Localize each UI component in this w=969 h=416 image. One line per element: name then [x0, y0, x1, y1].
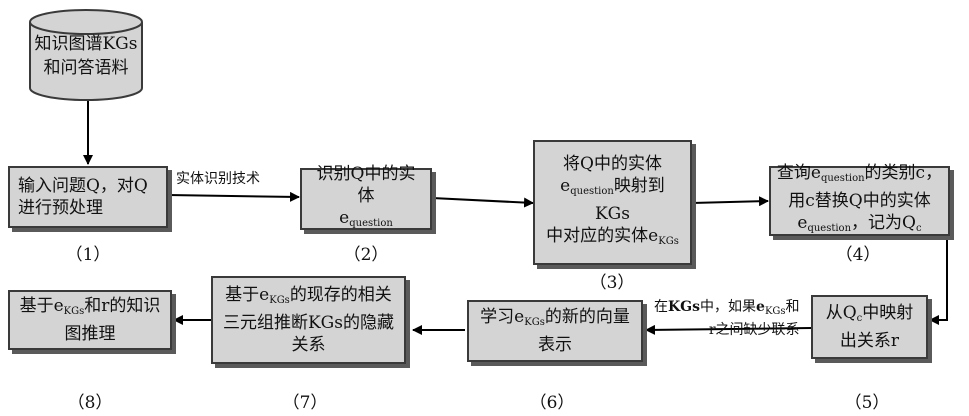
step8-number: （8）: [50, 388, 130, 413]
step5-pre: 从Q: [826, 303, 857, 323]
step8-pre: 基于e: [20, 296, 64, 316]
step6-pre: 学习e: [480, 307, 524, 327]
step6-post: 的新的向量: [545, 307, 630, 327]
step5-number: （5）: [827, 388, 907, 413]
step6-line2: 表示: [480, 334, 630, 356]
step6-number: （6）: [512, 388, 592, 413]
database-label-line2: 和问答语料: [30, 56, 142, 80]
step3-entity-sub: question: [570, 186, 614, 197]
step3-number: （3）: [572, 268, 652, 293]
arrow-step3-to-step4: [692, 201, 768, 203]
database-label-line1: 知识图谱KGs: [30, 32, 142, 56]
edge5-kgs: KGs: [668, 299, 700, 315]
edge5-pre: 在: [654, 299, 668, 315]
step3-kgs-sub: KGs: [658, 236, 679, 247]
step4-sub3: c: [916, 223, 922, 234]
step1-text: 输入问题Q，对Q进行预处理: [18, 175, 158, 219]
step4-post: 的类别c，: [865, 163, 943, 183]
step8-sub: KGs: [64, 306, 85, 317]
step3-entity: e: [560, 176, 570, 196]
step2-number: （2）: [326, 240, 406, 265]
step6-sub: KGs: [524, 317, 545, 328]
step2-entity: e: [339, 208, 349, 228]
step4-box: 查询equestion的类别c， 用c替换Q中的实体 equestion，记为Q…: [769, 166, 950, 236]
step3-line1: 将Q中的实体: [543, 153, 682, 175]
step4-sub2: question: [807, 223, 851, 234]
step5-post: 中映射: [862, 303, 913, 323]
step7-number: （7）: [265, 388, 345, 413]
edge5-line2: r之间缺少联系: [654, 321, 800, 339]
step4-pre: 查询e: [777, 163, 821, 183]
step3-mid: 映射到KGs: [595, 176, 665, 224]
step1-box: 输入问题Q，对Q进行预处理: [8, 166, 168, 228]
step4-post2: ，记为Q: [851, 213, 916, 233]
step4-entity: e: [797, 213, 807, 233]
step7-box: 基于eKGs的现存的相关 三元组推断KGs的隐藏 关系: [211, 276, 406, 364]
step3-line3: 中对应的实体e: [546, 226, 658, 246]
step3-box: 将Q中的实体 equestion映射到KGs 中对应的实体eKGs: [533, 140, 692, 265]
step8-box: 基于eKGs和r的知识 图推理: [8, 290, 172, 350]
step4-line2: 用c替换Q中的实体: [777, 190, 942, 212]
step5-line2: 出关系r: [826, 330, 914, 352]
arrow-step1-to-step2: [168, 195, 299, 197]
step7-line2: 三元组推断KGs的隐藏: [223, 312, 394, 334]
step8-post: 和r的知识: [84, 296, 160, 316]
edge5-entity: e: [756, 299, 765, 315]
step5-box: 从Qc中映射 出关系r: [811, 295, 928, 359]
step7-sub: KGs: [269, 295, 290, 306]
step2-box: 识别Q中的实体 equestion: [300, 168, 432, 230]
step2-line1: 识别Q中的实体: [310, 163, 422, 207]
step8-line2: 图推理: [20, 323, 161, 345]
edge5-sub: KGs: [765, 306, 786, 317]
step7-pre: 基于e: [225, 285, 269, 305]
step7-line3: 关系: [223, 334, 394, 356]
arrow-step2-to-step3: [432, 198, 533, 203]
step4-number: （4）: [818, 240, 898, 265]
arrow-step4-to-step5: [930, 236, 947, 320]
edge5-label: 在KGs中，如果eKGs和 r之间缺少联系: [654, 298, 800, 339]
step7-post: 的现存的相关: [290, 285, 392, 305]
step4-sub1: question: [821, 173, 865, 184]
edge5-mid: 中，如果: [700, 299, 756, 315]
database-label: 知识图谱KGs 和问答语料: [30, 32, 142, 80]
step2-entity-sub: question: [349, 218, 393, 229]
edge5-post: 和: [786, 299, 800, 315]
step1-number: （1）: [48, 240, 128, 265]
step6-box: 学习eKGs的新的向量 表示: [467, 300, 643, 362]
edge1-label: 实体识别技术: [176, 170, 260, 188]
